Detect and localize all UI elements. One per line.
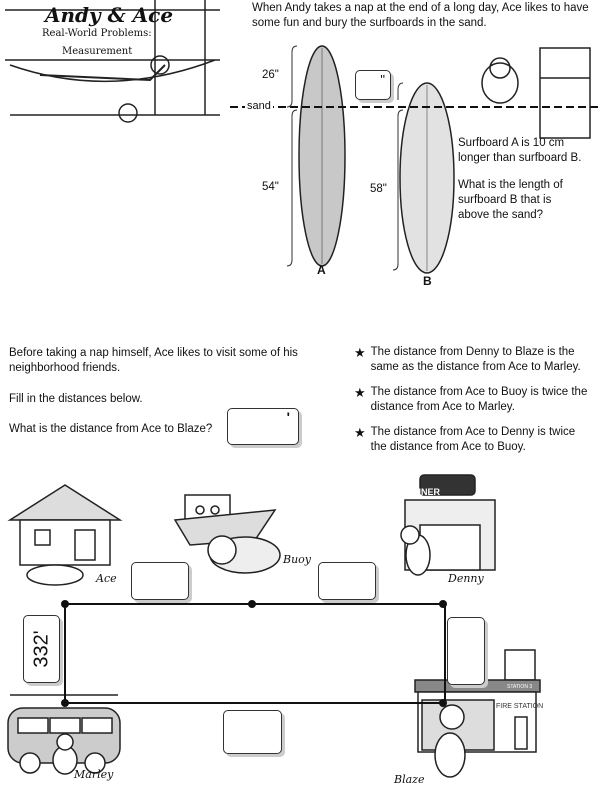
diner-illustration [404, 474, 496, 571]
answer-box-marley-to-blaze[interactable] [223, 710, 282, 754]
star-icon: ★ [354, 425, 366, 440]
point-marley [61, 699, 69, 707]
route-rectangle [64, 603, 446, 704]
answer-box-board-b[interactable]: " [355, 70, 391, 100]
board-a-bottom-length: 54" [262, 181, 279, 193]
problem1-intro: When Andy takes a nap at the end of a lo… [252, 2, 589, 29]
diner-sign: DINER [412, 487, 441, 497]
logo-title: Andy & Ace [45, 3, 174, 27]
problem1-question: What is the length of surfboard B that i… [458, 179, 563, 221]
point-blaze [439, 699, 447, 707]
problem2-question: What is the distance from Ace to Blaze? [9, 423, 213, 435]
given-distance-ace-to-marley: 332' [23, 615, 60, 683]
fire-station-sign: FIRE STATION [496, 703, 543, 710]
marley-dog-illustration [52, 733, 78, 775]
board-a-label: A [317, 263, 326, 277]
sand-label: sand [245, 100, 273, 112]
logo-topic: Measurement [60, 46, 135, 57]
surfboard-a [298, 45, 346, 267]
surfboard-diagram [230, 45, 600, 274]
board-b-bottom-length: 58" [370, 183, 387, 195]
surfboard-b [399, 82, 455, 274]
label-ace: Ace [96, 572, 117, 585]
star-icon: ★ [354, 345, 366, 360]
clue-item: ★The distance from Ace to Denny is twice… [354, 425, 576, 453]
label-blaze: Blaze [394, 773, 425, 786]
feet-mark: ' [286, 409, 290, 425]
clue-item: ★The distance from Ace to Buoy is twice … [354, 385, 588, 413]
inch-mark: " [380, 72, 385, 87]
denny-dog-illustration [400, 525, 431, 576]
problem2-intro: Before taking a nap himself, Ace likes t… [9, 347, 298, 374]
ace-dog-illustration [26, 564, 84, 586]
problem1-fact: Surfboard A is 10 cm longer than surfboa… [458, 137, 582, 164]
clue-list: ★The distance from Denny to Blaze is the… [354, 345, 594, 455]
answer-box-ace-to-buoy[interactable] [131, 562, 189, 600]
beach-house-illustration [7, 484, 123, 566]
clue-item: ★The distance from Denny to Blaze is the… [354, 345, 581, 373]
point-denny [439, 600, 447, 608]
point-buoy [248, 600, 256, 608]
station-label: STATION 3 [507, 684, 532, 690]
board-b-label: B [423, 274, 432, 288]
answer-box-buoy-to-denny[interactable] [318, 562, 376, 600]
point-ace [61, 600, 69, 608]
buoy-dog-illustration [207, 535, 281, 574]
problem2-instruction: Fill in the distances below. [9, 393, 143, 405]
answer-box-denny-to-blaze[interactable] [447, 617, 485, 685]
blaze-dog-illustration [434, 704, 466, 778]
star-icon: ★ [354, 385, 366, 400]
given-distance-value: 332' [30, 630, 52, 668]
label-marley: Marley [74, 768, 114, 781]
board-a-top-length: 26" [262, 69, 279, 81]
answer-box-ace-to-blaze[interactable]: ' [227, 408, 299, 445]
logo-illustration [0, 0, 225, 130]
dog-pier-illustration [481, 47, 591, 139]
logo-subtitle: Real-World Problems: [40, 28, 154, 39]
label-buoy: Buoy [283, 553, 312, 566]
label-denny: Denny [448, 572, 484, 585]
ship-illustration [173, 494, 277, 546]
map-illustrations: DINER FIRE STATION STATION 3 [7, 474, 543, 778]
